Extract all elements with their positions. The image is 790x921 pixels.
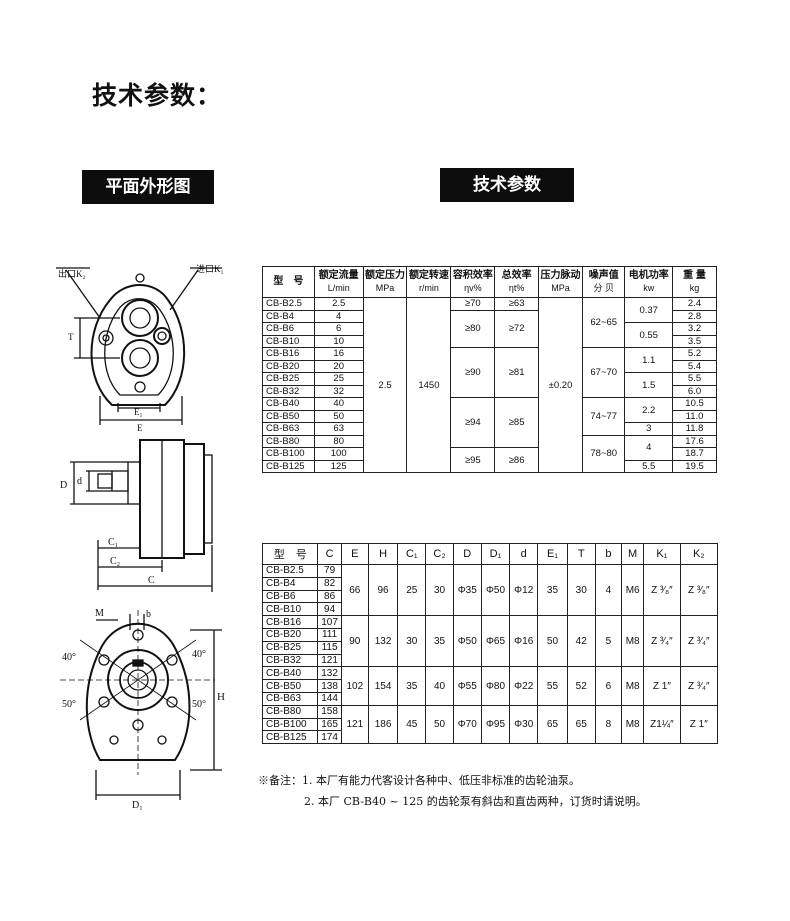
note-1: ※备注：1. 本厂有能力代客设计各种中、低压非标准的齿轮油泵。 <box>258 774 580 787</box>
rated-pressure: 2.5 <box>362 297 408 473</box>
label-H: H <box>217 691 225 703</box>
table-row: CB-B20 20 5.4 <box>262 359 717 373</box>
label-E1: E₁ <box>134 407 143 417</box>
flange-view-drawing <box>60 610 222 800</box>
page-title: 技术参数： <box>92 81 223 110</box>
col-model: 型 号 <box>262 266 315 298</box>
table-header-row: 型 号 C E H C₁ C₂ D D₁ d E₁ T b M K₁ K₂ <box>261 543 719 565</box>
table-row: CB-B6 6 0.55 3.2 <box>262 322 717 348</box>
label-D: D <box>60 480 67 491</box>
table-row: CB-B80 80 78~80 4 17.6 <box>262 434 717 473</box>
dimensions-table: 型 号 C E H C₁ C₂ D D₁ d E₁ T b M K₁ K₂ CB… <box>261 543 719 745</box>
table-row: CB-B2.5 2.5 2.5 1450 ≥70 ≥63 ±0.20 62~65… <box>262 297 717 473</box>
label-b: b <box>146 609 151 620</box>
label-T: T <box>68 332 74 342</box>
label-E: E <box>137 423 143 433</box>
rated-speed: 1450 <box>406 297 452 473</box>
table-row: CB-B63 63 3 11.8 <box>262 422 717 436</box>
pressure-pulsation: ±0.20 <box>537 297 584 473</box>
label-d: d <box>77 476 82 487</box>
label-angle-40-right: 40° <box>192 649 206 660</box>
label-outlet-k2: 出口K₂ <box>58 268 86 279</box>
section-header-outline: 平面外形图 <box>82 170 214 204</box>
front-view-drawing <box>56 267 222 425</box>
section-header-specs: 技术参数 <box>440 168 574 202</box>
table-row: CB-B4 4 ≥80 ≥72 2.8 <box>262 309 717 348</box>
table-row: CB-B16 16 ≥90 ≥81 67~70 1.1 5.2 <box>262 347 717 398</box>
label-inlet-k1: 进口K₁ <box>196 264 224 274</box>
notes: ※备注：1. 本厂有能力代客设计各种中、低压非标准的齿轮油泵。 2. 本厂 CB… <box>258 770 647 812</box>
label-C1: C₁ <box>108 537 118 548</box>
label-angle-50-left: 50° <box>62 699 76 710</box>
table-row: CB-B100 100 ≥95 ≥86 18.7 <box>262 447 717 473</box>
side-view-drawing <box>70 439 213 592</box>
label-angle-50-right: 50° <box>192 699 206 710</box>
label-M: M <box>95 608 104 619</box>
table-row: CB-B125 125 5.5 19.5 <box>262 459 717 473</box>
label-C: C <box>148 575 155 586</box>
label-angle-40-left: 40° <box>62 652 76 663</box>
table-row: CB-B32 32 6.0 <box>262 384 717 398</box>
table-row: CB-B25 25 1.5 5.5 <box>262 372 717 398</box>
label-D1: D₁ <box>132 800 143 811</box>
table-row: CB-B40 40 ≥94 ≥85 74~77 2.2 10.5 <box>262 397 717 448</box>
label-C2: C₂ <box>110 556 120 567</box>
note-2: 2. 本厂 CB-B40 ~ 125 的齿轮泵有斜齿和直齿两种，订货时请说明。 <box>304 795 647 808</box>
col-noise: 噪声值分 贝 <box>582 266 626 298</box>
